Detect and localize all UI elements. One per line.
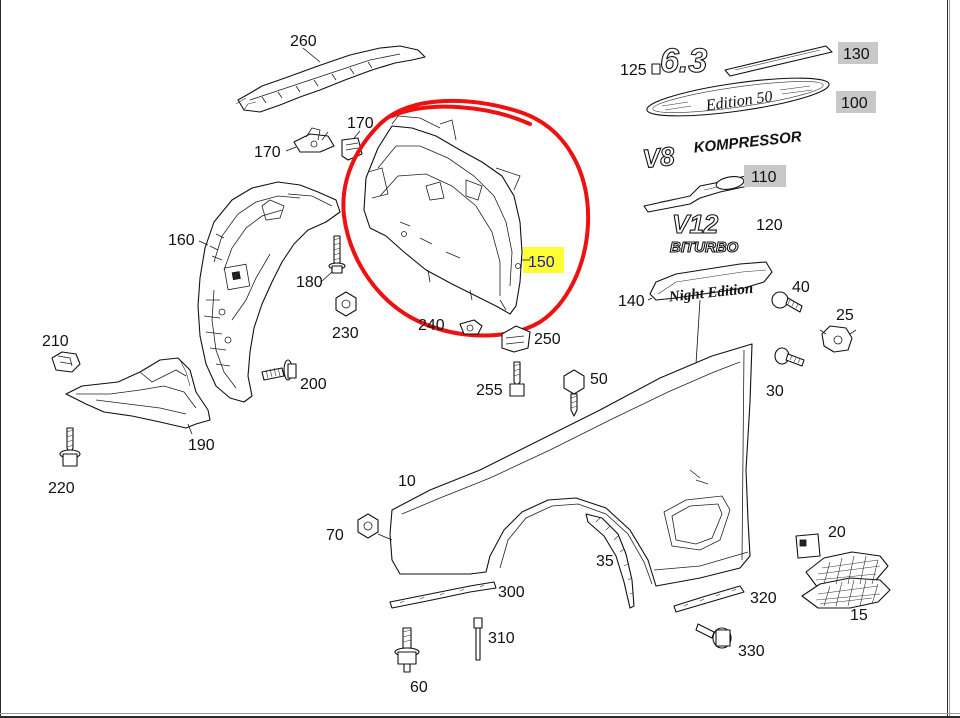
part-160-wheel-liner[interactable]: [197, 181, 341, 403]
callout-120[interactable]: 120: [756, 217, 783, 234]
callout-20[interactable]: 20: [828, 524, 846, 541]
callout-170-right[interactable]: 170: [347, 115, 374, 132]
callout-230[interactable]: 230: [332, 325, 359, 342]
part-25-clip[interactable]: [819, 325, 857, 353]
callout-130[interactable]: 130: [843, 46, 870, 63]
callout-210[interactable]: 210: [42, 333, 69, 350]
viewer-bottom-border-inner: [0, 713, 960, 714]
callout-200[interactable]: 200: [300, 376, 327, 393]
part-170-clip-left[interactable]: [293, 127, 335, 153]
part-210-clip[interactable]: [51, 351, 81, 373]
callout-160[interactable]: 160: [168, 232, 195, 249]
part-220-screw[interactable]: [59, 427, 81, 467]
callout-15[interactable]: 15: [850, 607, 868, 624]
part-190-lower-shield[interactable]: [65, 357, 211, 429]
part-150-wheel-housing-liner[interactable]: [363, 115, 523, 315]
callout-310[interactable]: 310: [488, 630, 515, 647]
callout-130-highlight: [838, 42, 878, 64]
part-200-screw[interactable]: [261, 359, 297, 381]
part-240-clip[interactable]: [459, 319, 483, 335]
part-320-trim-strip[interactable]: [673, 585, 745, 613]
callout-150[interactable]: 150: [528, 254, 555, 271]
part-20-clip[interactable]: [795, 533, 821, 559]
part-40-screw[interactable]: [771, 291, 803, 313]
callout-320[interactable]: 320: [750, 590, 777, 607]
callout-180[interactable]: 180: [296, 274, 323, 291]
part-120-v12-biturbo-badge[interactable]: V12 BITURBO: [669, 208, 739, 256]
callout-220[interactable]: 220: [48, 480, 75, 497]
callout-60[interactable]: 60: [410, 679, 428, 696]
part-260-upper-shield[interactable]: [235, 45, 426, 113]
callout-250[interactable]: 250: [534, 331, 561, 348]
callout-190[interactable]: 190: [188, 437, 215, 454]
callout-35[interactable]: 35: [596, 553, 614, 570]
callout-70[interactable]: 70: [326, 527, 344, 544]
callout-40[interactable]: 40: [792, 279, 810, 296]
callout-100-highlight: [836, 91, 876, 113]
callout-300[interactable]: 300: [498, 584, 525, 601]
callout-25[interactable]: 25: [836, 307, 854, 324]
svg-text:V8: V8: [641, 141, 676, 174]
svg-text:KOMPRESSOR: KOMPRESSOR: [693, 128, 803, 156]
red-selection-circle: [341, 98, 591, 338]
part-140-night-edition-plate[interactable]: Night Edition: [649, 261, 773, 306]
part-330-screw[interactable]: [695, 623, 732, 649]
svg-text:BITURBO: BITURBO: [670, 239, 739, 256]
part-110-v12-script-badge[interactable]: [643, 175, 749, 213]
part-100-edition-plate[interactable]: Edition 50: [645, 70, 831, 123]
part-180-screw[interactable]: [328, 235, 346, 274]
callout-125[interactable]: 125: [620, 62, 647, 79]
part-230-nut[interactable]: [335, 291, 357, 317]
callout-110[interactable]: 110: [751, 169, 777, 186]
callout-330[interactable]: 330: [738, 643, 765, 660]
part-30-screw[interactable]: [774, 347, 805, 367]
svg-text:6.3: 6.3: [660, 42, 707, 80]
callout-30[interactable]: 30: [766, 383, 784, 400]
viewer-right-border: [947, 0, 948, 718]
svg-text:V12: V12: [672, 209, 719, 239]
part-300-trim-strip[interactable]: [389, 581, 497, 609]
callout-140[interactable]: 140: [618, 293, 645, 310]
part-50-screw[interactable]: [563, 369, 585, 417]
callout-10[interactable]: 10: [398, 473, 416, 490]
part-60-stud[interactable]: [394, 627, 420, 673]
part-35-seal-strip[interactable]: [585, 513, 635, 609]
callout-100[interactable]: 100: [841, 95, 868, 112]
callout-170-left[interactable]: 170: [254, 144, 281, 161]
callout-255[interactable]: 255: [476, 382, 503, 399]
viewer-right-border-inner: [949, 0, 950, 718]
callout-260[interactable]: 260: [290, 33, 317, 50]
part-15-side-vent-grille[interactable]: [801, 551, 891, 609]
callout-110-highlight: [744, 165, 786, 187]
part-250-bracket[interactable]: [501, 325, 531, 353]
part-10-front-fender[interactable]: [389, 343, 753, 587]
part-310-pin[interactable]: [473, 617, 483, 661]
part-70-nut[interactable]: [357, 513, 393, 541]
part-255-screw[interactable]: [509, 361, 525, 397]
callout-240[interactable]: 240: [418, 317, 445, 334]
callout-50[interactable]: 50: [590, 371, 608, 388]
part-130-amg-badge[interactable]: 6.3: [659, 41, 833, 81]
